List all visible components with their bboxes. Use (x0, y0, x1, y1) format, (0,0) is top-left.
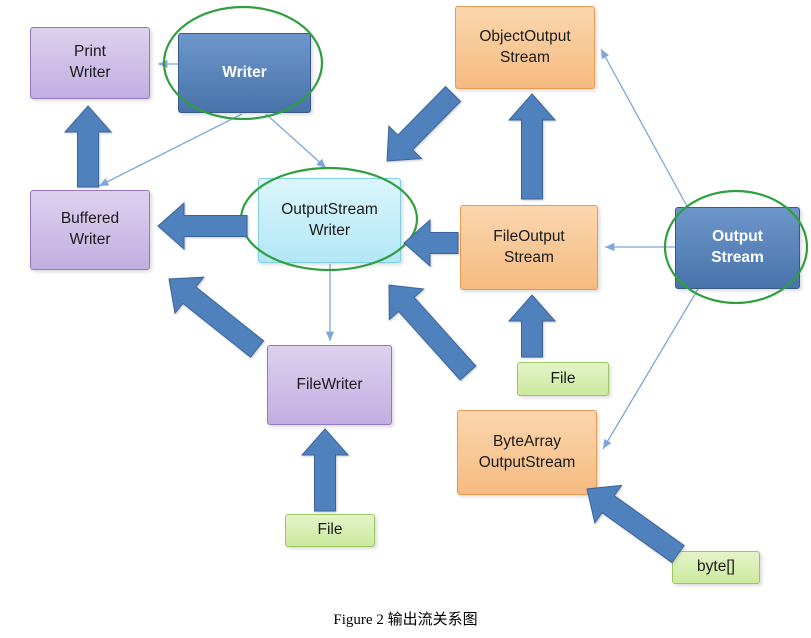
node-print-writer: Print Writer (30, 27, 150, 99)
node-file-output-stream: FileOutput Stream (460, 205, 598, 290)
node-byte-array-output-stream: ByteArray OutputStream (457, 410, 597, 495)
node-writer: Writer (178, 33, 311, 113)
node-file-writer: FileWriter (267, 345, 392, 425)
node-buffered-writer: Buffered Writer (30, 190, 150, 270)
node-file-right: File (517, 362, 609, 396)
figure-caption: Figure 2 输出流关系图 (333, 612, 478, 628)
node-output-stream-writer: OutputStream Writer (258, 178, 401, 263)
node-file-bottom: File (285, 514, 375, 547)
node-output-stream: Output Stream (675, 207, 800, 289)
node-byte-array: byte[] (672, 551, 760, 584)
node-object-output-stream: ObjectOutput Stream (455, 6, 595, 89)
